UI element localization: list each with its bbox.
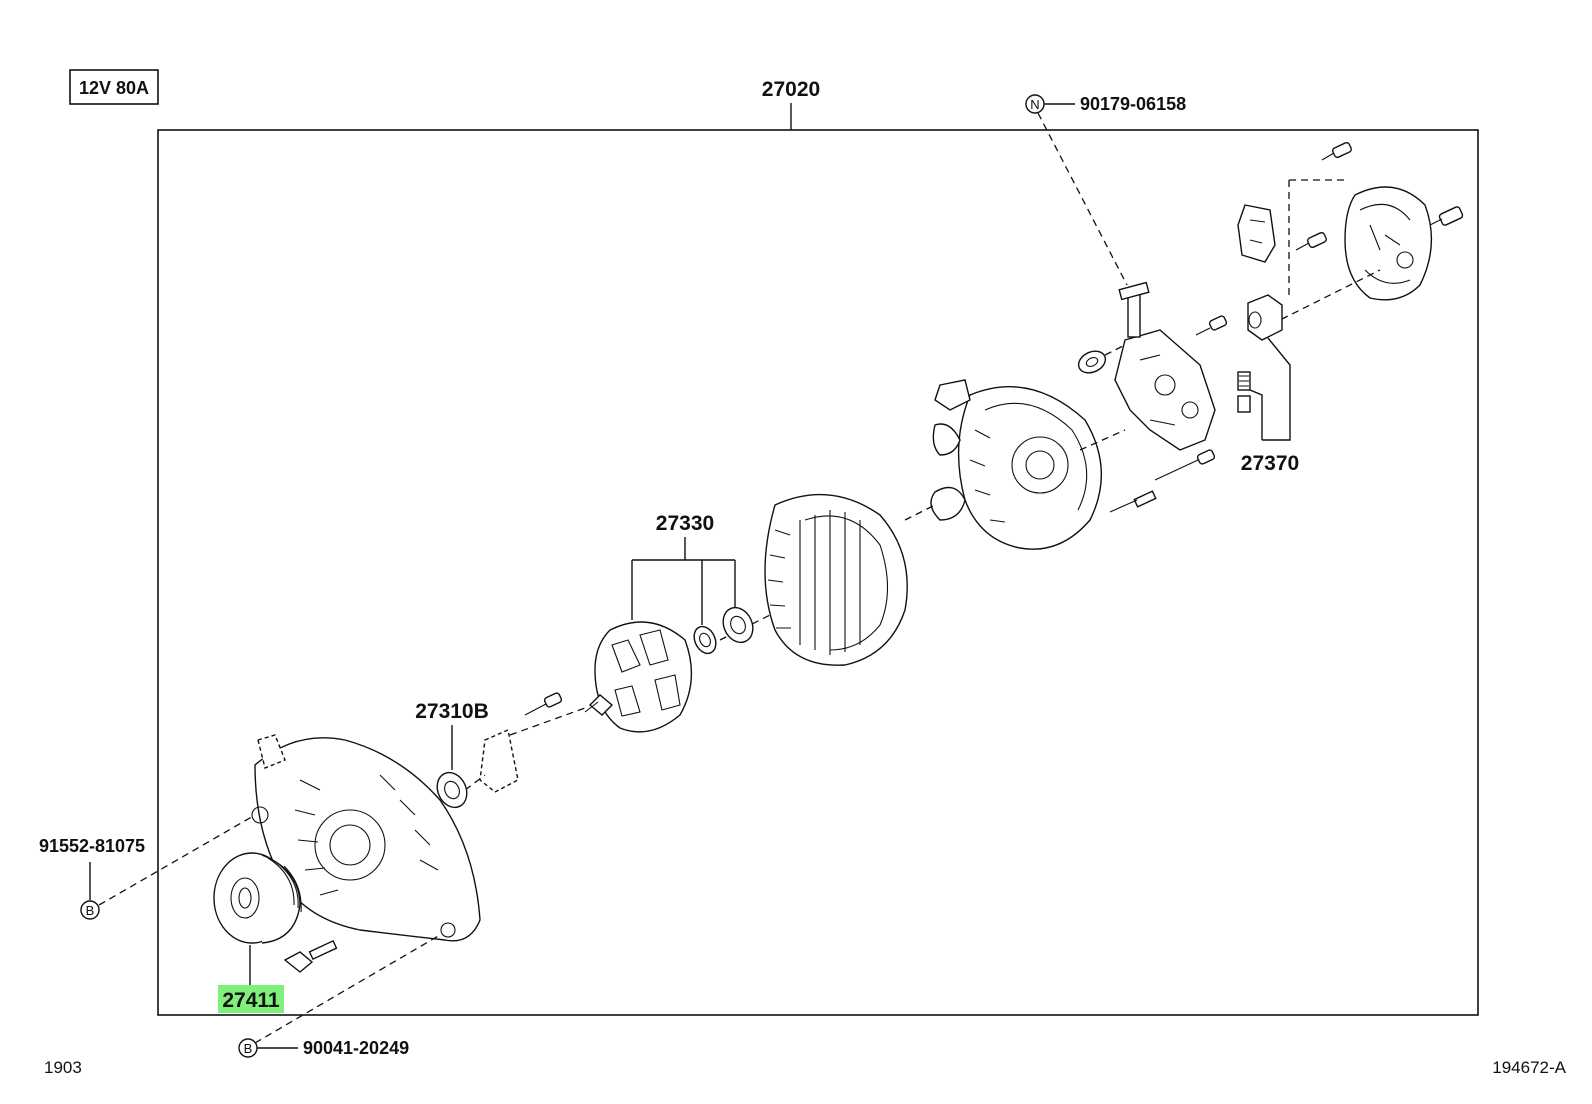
rotor-rear-bearing[interactable] [718, 603, 759, 647]
dash-screw [509, 707, 586, 736]
assembly-frame [157, 129, 1479, 1016]
bearing-number[interactable]: 27310B [415, 700, 489, 723]
cover-clip[interactable] [1237, 204, 1276, 263]
rear-cover[interactable] [1344, 186, 1433, 301]
pulley-number[interactable]: 27411 [222, 989, 280, 1012]
b-part-left-number[interactable]: 91552-81075 [39, 836, 145, 856]
rectifier[interactable] [1114, 281, 1216, 451]
front-bearing[interactable] [432, 768, 473, 812]
n-part-number[interactable]: 90179-06158 [1080, 94, 1186, 114]
n-dash-line [1037, 112, 1128, 286]
stud-bolt[interactable] [1109, 490, 1157, 513]
bearing-retainer[interactable] [479, 729, 519, 793]
terminal-nut[interactable] [1075, 347, 1109, 377]
assembly-number[interactable]: 27020 [762, 78, 820, 101]
b-callout-bottom[interactable]: B 90041-20249 [238, 1038, 409, 1058]
top-bolt-2[interactable] [1295, 231, 1327, 251]
front-frame[interactable] [251, 734, 481, 942]
b-callout-left[interactable]: 91552-81075 B [39, 836, 145, 920]
pulley-nut[interactable] [283, 939, 338, 973]
b-part-bottom-number[interactable]: 90041-20249 [303, 1038, 409, 1058]
rectifier-bolt[interactable] [1195, 315, 1228, 336]
b-left-marker-letter: B [86, 903, 95, 918]
brush-holder-number[interactable]: 27370 [1241, 452, 1299, 475]
dash-b-left [98, 814, 256, 906]
dash-ring [904, 504, 936, 521]
rear-frame[interactable] [932, 379, 1103, 550]
drawing-code: 1903 [44, 1058, 82, 1077]
rear-cover-bolt[interactable] [1429, 206, 1464, 226]
pulley[interactable] [213, 852, 302, 944]
brush-holder[interactable] [1247, 294, 1283, 341]
figure-id: 194672-A [1492, 1058, 1566, 1077]
b-bottom-marker-letter: B [244, 1041, 253, 1056]
top-bolt-1[interactable] [1321, 141, 1352, 161]
dash-retainer [464, 774, 486, 791]
dash-nut [1104, 344, 1126, 356]
rotor-group-number[interactable]: 27330 [656, 512, 714, 535]
assembly-callout[interactable]: 27020 [762, 78, 820, 130]
rear-frame-bolt[interactable] [1154, 449, 1216, 481]
retainer-screw[interactable] [524, 692, 563, 716]
retainer-ring[interactable] [930, 486, 966, 521]
rotor[interactable] [584, 621, 693, 733]
rotor-washer[interactable] [690, 623, 720, 657]
dash-rectifier [1079, 429, 1126, 451]
pulley-number-highlight [218, 985, 284, 1013]
stator[interactable] [764, 493, 908, 666]
brush-holder-bracket [1249, 337, 1291, 441]
spec-box-text: 12V 80A [79, 78, 149, 98]
n-callout[interactable]: N 90179-06158 [1025, 94, 1186, 286]
dash-cover-axis [1259, 269, 1381, 331]
rotor-group-bracket [631, 537, 736, 625]
n-marker-letter: N [1030, 97, 1039, 112]
b-left-marker-circle [80, 900, 100, 920]
spec-box: 12V 80A [69, 69, 159, 105]
brush[interactable] [1237, 395, 1251, 413]
brush-spring[interactable] [1237, 371, 1251, 391]
